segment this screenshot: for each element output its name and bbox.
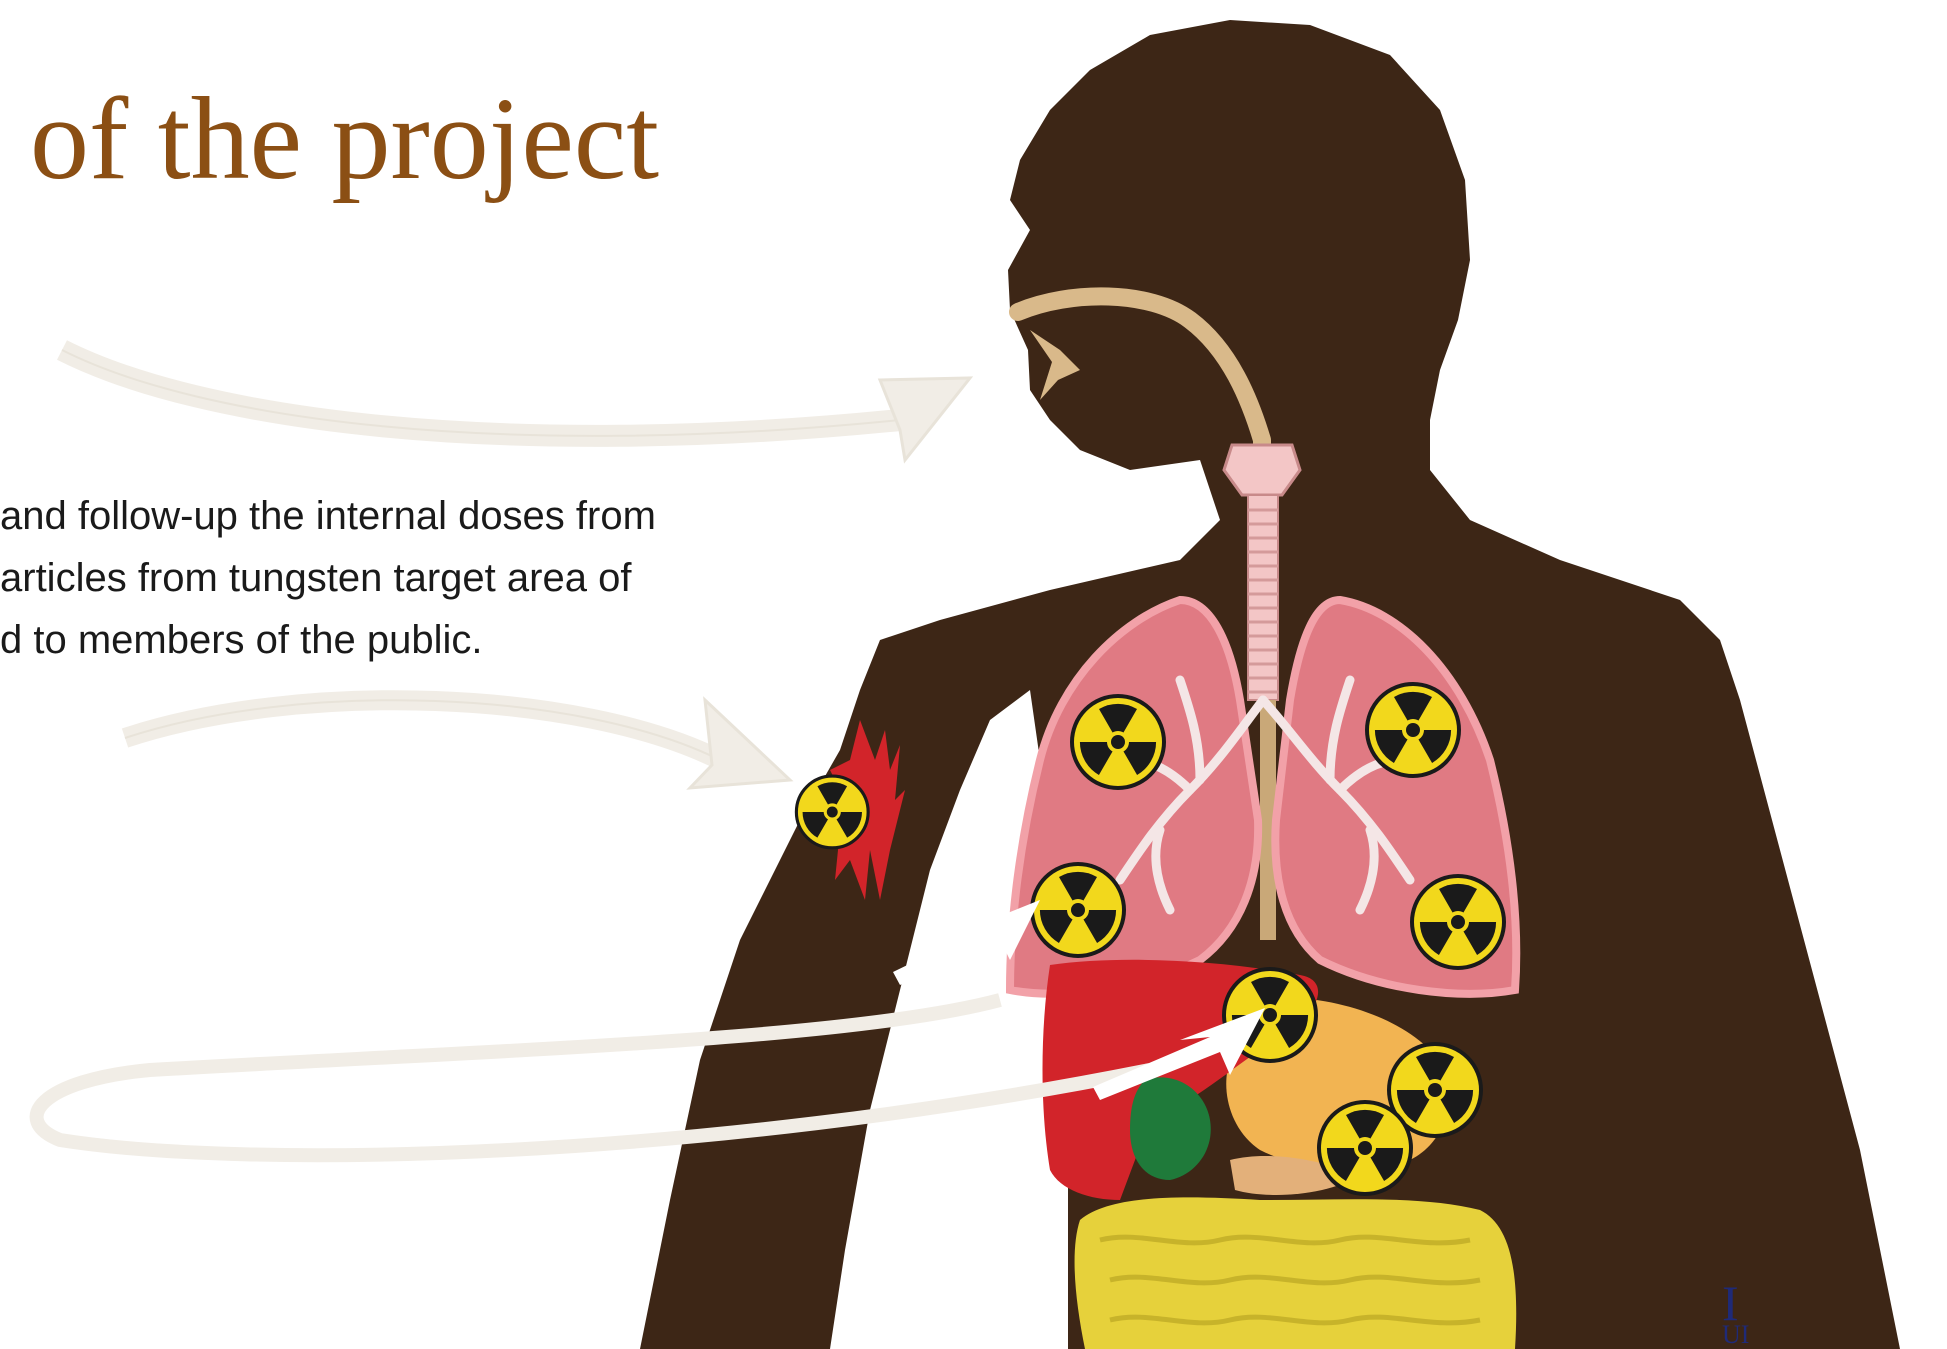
radiation-hazard-icon xyxy=(1412,876,1504,968)
institution-logo-text: UI xyxy=(1722,1322,1749,1348)
ingestion-arrow xyxy=(37,1000,1150,1155)
radiation-hazard-icon xyxy=(1367,684,1459,776)
wound-arrow xyxy=(125,700,790,788)
radiation-hazard-icon xyxy=(1032,864,1124,956)
slide-title: of the project xyxy=(30,80,659,198)
radiation-hazard-icon xyxy=(1319,1102,1411,1194)
trachea xyxy=(1248,495,1278,700)
larynx xyxy=(1224,445,1300,495)
body-text: and follow-up the internal doses from ar… xyxy=(0,485,820,671)
body-line: and follow-up the internal doses from xyxy=(0,485,820,547)
radiation-hazard-icon xyxy=(1072,696,1164,788)
body-line: d to members of the public. xyxy=(0,609,820,671)
radiation-hazard-icon xyxy=(796,776,868,848)
body-line: articles from tungsten target area of xyxy=(0,547,820,609)
inhalation-arrow xyxy=(62,350,970,460)
intestines xyxy=(1075,1197,1517,1349)
